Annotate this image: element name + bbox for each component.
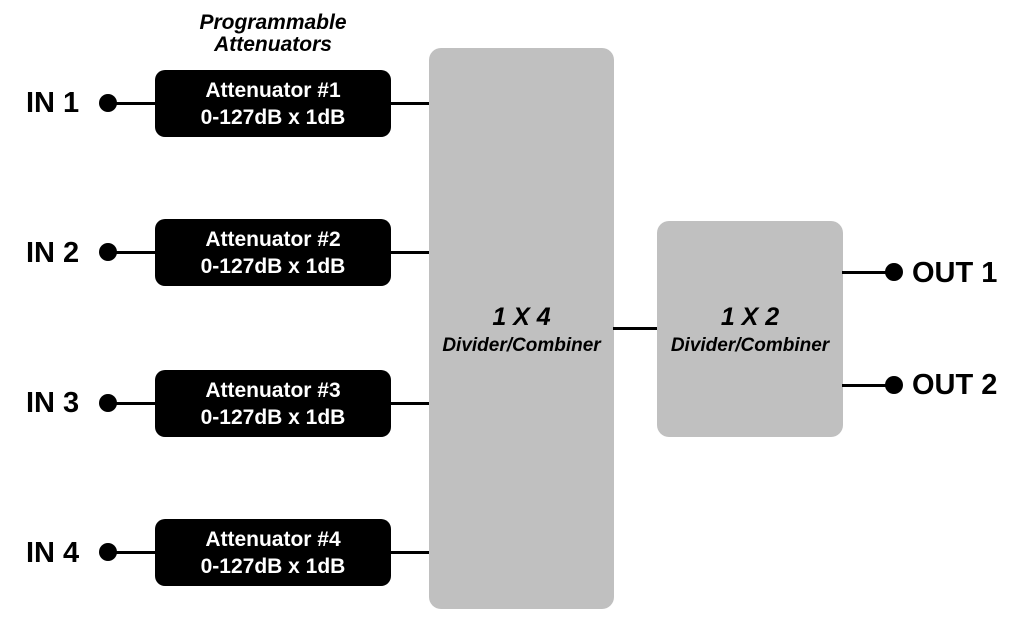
divider-1x2-block: 1 X 2 Divider/Combiner: [657, 221, 843, 437]
attenuators-heading: Programmable Attenuators: [160, 12, 386, 56]
attenuator-wire-3: [390, 402, 430, 405]
output-label-2: OUT 2: [912, 369, 998, 401]
input-label-2: IN 2: [26, 237, 80, 269]
attenuator-name-4: Attenuator #4: [205, 527, 341, 551]
attenuator-range-2: 0-127dB x 1dB: [200, 254, 346, 278]
heading-line-2: Attenuators: [214, 33, 332, 56]
attenuator-block-3: Attenuator #3 0-127dB x 1dB: [155, 370, 391, 437]
attenuator-block-1: Attenuator #1 0-127dB x 1dB: [155, 70, 391, 137]
output-wire-1: [842, 271, 894, 274]
input-wire-4: [108, 551, 156, 554]
divider-1x4-ratio: 1 X 4: [492, 302, 551, 331]
output-node-2: [885, 376, 903, 394]
input-label-1: IN 1: [26, 87, 80, 119]
attenuator-name-1: Attenuator #1: [205, 78, 341, 102]
attenuator-block-2: Attenuator #2 0-127dB x 1dB: [155, 219, 391, 286]
attenuator-block-4: Attenuator #4 0-127dB x 1dB: [155, 519, 391, 586]
divider-1x2-label: Divider/Combiner: [670, 335, 830, 356]
input-label-3: IN 3: [26, 387, 80, 419]
attenuator-wire-1: [390, 102, 430, 105]
output-label-1: OUT 1: [912, 257, 998, 289]
attenuator-range-4: 0-127dB x 1dB: [200, 554, 346, 578]
attenuator-wire-2: [390, 251, 430, 254]
input-wire-3: [108, 402, 156, 405]
output-node-1: [885, 263, 903, 281]
divider-1x4-label: Divider/Combiner: [442, 334, 601, 356]
attenuator-wire-4: [390, 551, 430, 554]
attenuator-name-2: Attenuator #2: [205, 227, 341, 251]
divider-1x2-ratio: 1 X 2: [720, 303, 780, 331]
input-wire-2: [108, 251, 156, 254]
input-label-4: IN 4: [26, 537, 80, 569]
attenuator-range-3: 0-127dB x 1dB: [200, 405, 346, 429]
divider-1x4-block: 1 X 4 Divider/Combiner: [429, 48, 614, 609]
divider-link-wire: [613, 327, 658, 330]
input-wire-1: [108, 102, 156, 105]
attenuator-range-1: 0-127dB x 1dB: [200, 105, 346, 129]
output-wire-2: [842, 384, 894, 387]
attenuator-name-3: Attenuator #3: [205, 378, 341, 402]
heading-line-1: Programmable: [199, 11, 347, 34]
